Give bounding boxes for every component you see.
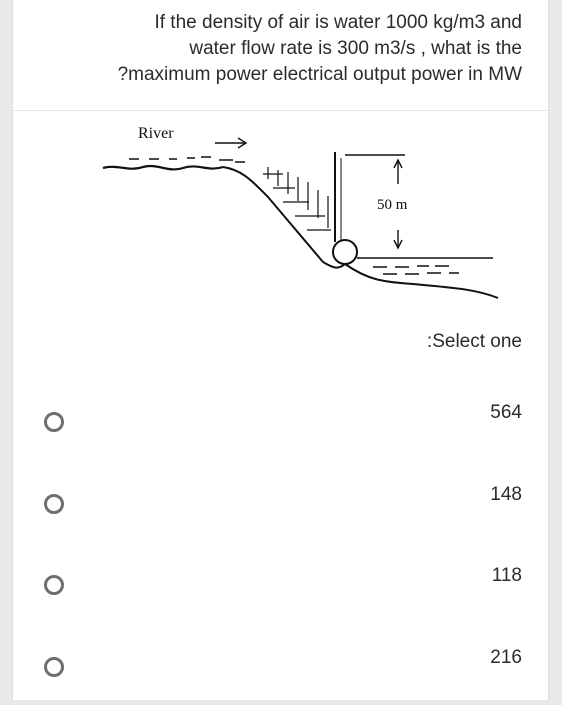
flow-arrow-head (237, 137, 248, 149)
radio-button[interactable] (44, 412, 64, 432)
option-3[interactable]: 118 (13, 563, 548, 623)
radio-button[interactable] (44, 575, 64, 595)
option-4[interactable]: 216 (13, 645, 548, 705)
height-bottom-arrowhead (393, 239, 403, 250)
option-2[interactable]: 148 (13, 482, 548, 542)
option-label: 216 (490, 647, 522, 668)
turbine-icon (332, 239, 358, 265)
divider (13, 110, 548, 111)
water-dashes-top (129, 156, 245, 163)
dam-diagram: River 50 m (102, 125, 499, 299)
tailwater-dashes (373, 265, 459, 275)
question-line-3: ?maximum power electrical output power i… (117, 64, 522, 85)
height-top-arrowhead (393, 158, 403, 169)
radio-button[interactable] (44, 494, 64, 514)
option-label: 564 (490, 402, 522, 423)
upper-water-surface (102, 164, 224, 171)
option-label: 118 (491, 565, 522, 586)
downstream-bed (344, 263, 499, 299)
river-label: River (138, 125, 174, 142)
height-label: 50 m (377, 197, 408, 213)
question-line-1: If the density of air is water 1000 kg/m… (154, 12, 522, 33)
question-line-2: water flow rate is 300 m3/s , what is th… (189, 38, 522, 59)
option-1[interactable]: 564 (13, 400, 548, 460)
option-label: 148 (490, 484, 522, 505)
reservoir-hatching (263, 167, 331, 231)
question-card: If the density of air is water 1000 kg/m… (12, 0, 549, 700)
select-one-label: :Select one (426, 331, 522, 352)
question-text: If the density of air is water 1000 kg/m… (42, 10, 522, 88)
radio-button[interactable] (44, 657, 64, 677)
upstream-bank (222, 166, 324, 263)
